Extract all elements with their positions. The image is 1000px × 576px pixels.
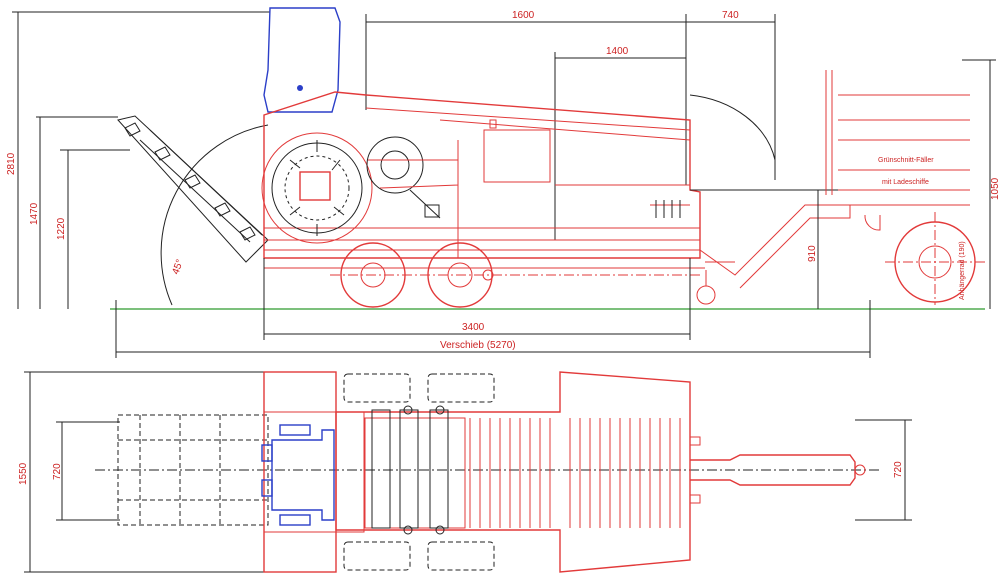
feed-roller — [366, 136, 459, 219]
dim-top-length: 1600 — [512, 10, 535, 21]
discharge-arc — [689, 94, 776, 161]
dim-total-width: 1550 — [18, 462, 29, 485]
dim-inner-width-right: 720 — [893, 461, 904, 478]
wheel-label: Anhängerrad (190) — [959, 241, 966, 300]
dim-base-length: 3400 — [462, 322, 485, 333]
dim-right-height: 1050 — [990, 177, 1000, 200]
chipping-drum — [261, 132, 373, 244]
right-dimensions: 1050 910 — [807, 59, 1000, 309]
towing-label-2: mit Ladeschiffe — [882, 179, 929, 186]
dim-overall-length: Verschieb (5270) — [440, 340, 516, 351]
dim-height-inner: 1220 — [56, 217, 67, 240]
dim-mid-length: 1400 — [606, 46, 629, 57]
dim-hitch-height: 910 — [807, 245, 818, 262]
support-wheel — [696, 285, 716, 305]
engine-housing — [263, 7, 341, 113]
top-engine — [261, 424, 335, 526]
towing-label-1: Grünschnitt-Fäller — [878, 157, 934, 164]
top-drawbar — [689, 436, 866, 504]
dim-top-right: 740 — [722, 10, 739, 21]
top-roller — [371, 405, 449, 535]
top-grid-lines — [469, 418, 681, 528]
side-view: 1600 740 1400 2810 1470 1220 — [6, 7, 1000, 358]
wheels — [330, 242, 700, 308]
feed-conveyor: 45° — [117, 115, 269, 306]
dim-angle: 45° — [170, 258, 186, 276]
bottom-dimensions: 3400 Verschieb (5270) — [115, 258, 871, 358]
dim-height-total: 2810 — [6, 152, 17, 175]
drawbar — [650, 200, 851, 305]
dim-inner-width-left: 720 — [52, 463, 63, 480]
dim-height-left: 1470 — [29, 202, 40, 225]
top-view: 1550 720 — [18, 371, 912, 573]
towing-vehicle: Grünschnitt-Fäller mit Ladeschiffe Anhän… — [825, 70, 985, 305]
engine-mount-point — [297, 85, 303, 91]
top-dimensions: 1600 740 1400 — [365, 10, 776, 240]
left-dimensions: 2810 1470 1220 — [6, 11, 270, 309]
top-wheels — [343, 373, 495, 571]
top-conveyor — [117, 414, 269, 526]
